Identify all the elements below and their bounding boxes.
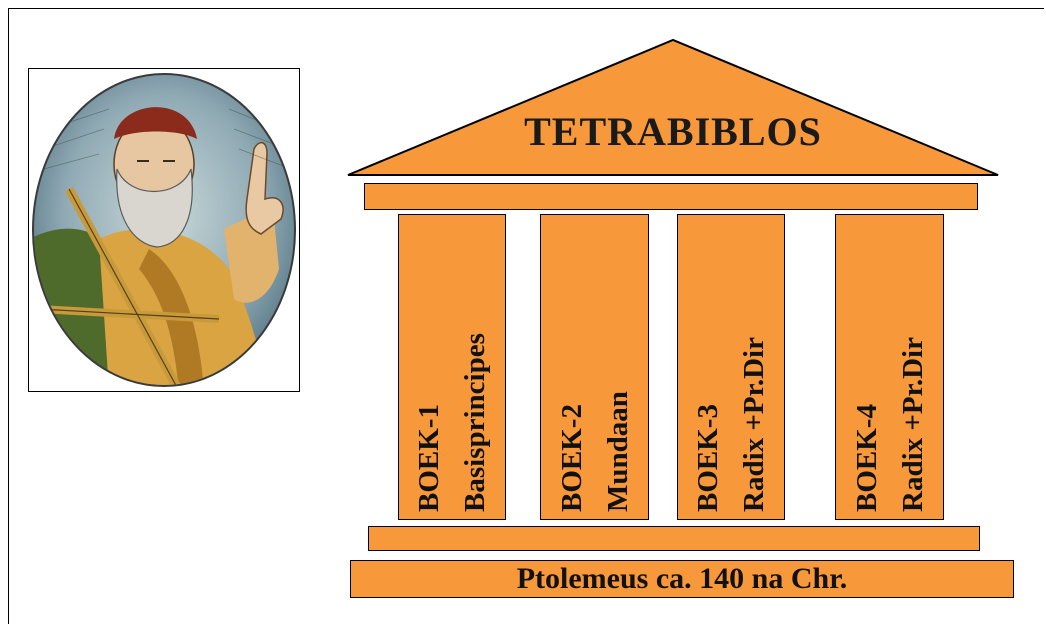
temple-roof [347,38,999,176]
pillar-boek-3: BOEK-3 Radix +Pr.Dir [677,214,785,520]
pillar-subtitle: Mundaan [601,391,634,512]
pillar-subtitle: Radix +Pr.Dir [738,337,770,512]
base-label: Ptolemeus ca. 140 na Chr. [516,562,848,595]
pillar-boek-4: BOEK-4 Radix +Pr.Dir [835,214,944,520]
pillar-subtitle: Basisprincipes [459,333,491,512]
pillar-boek-2: BOEK-2 Mundaan [540,214,649,520]
pillar-boek-1: BOEK-1 Basisprincipes [398,214,506,520]
bottom-beam [368,526,980,551]
slide-frame [8,8,1044,624]
pillar-title: BOEK-2 [555,404,588,512]
pillar-title: BOEK-3 [692,404,724,512]
temple-base [350,560,1014,598]
ptolemy-portrait [28,68,300,392]
pillar-title: BOEK-4 [850,404,883,512]
pillar-title: BOEK-1 [413,404,445,512]
top-beam [364,183,978,210]
pillar-subtitle: Radix +Pr.Dir [896,337,929,512]
roof-title: TETRABIBLOS [524,109,822,154]
